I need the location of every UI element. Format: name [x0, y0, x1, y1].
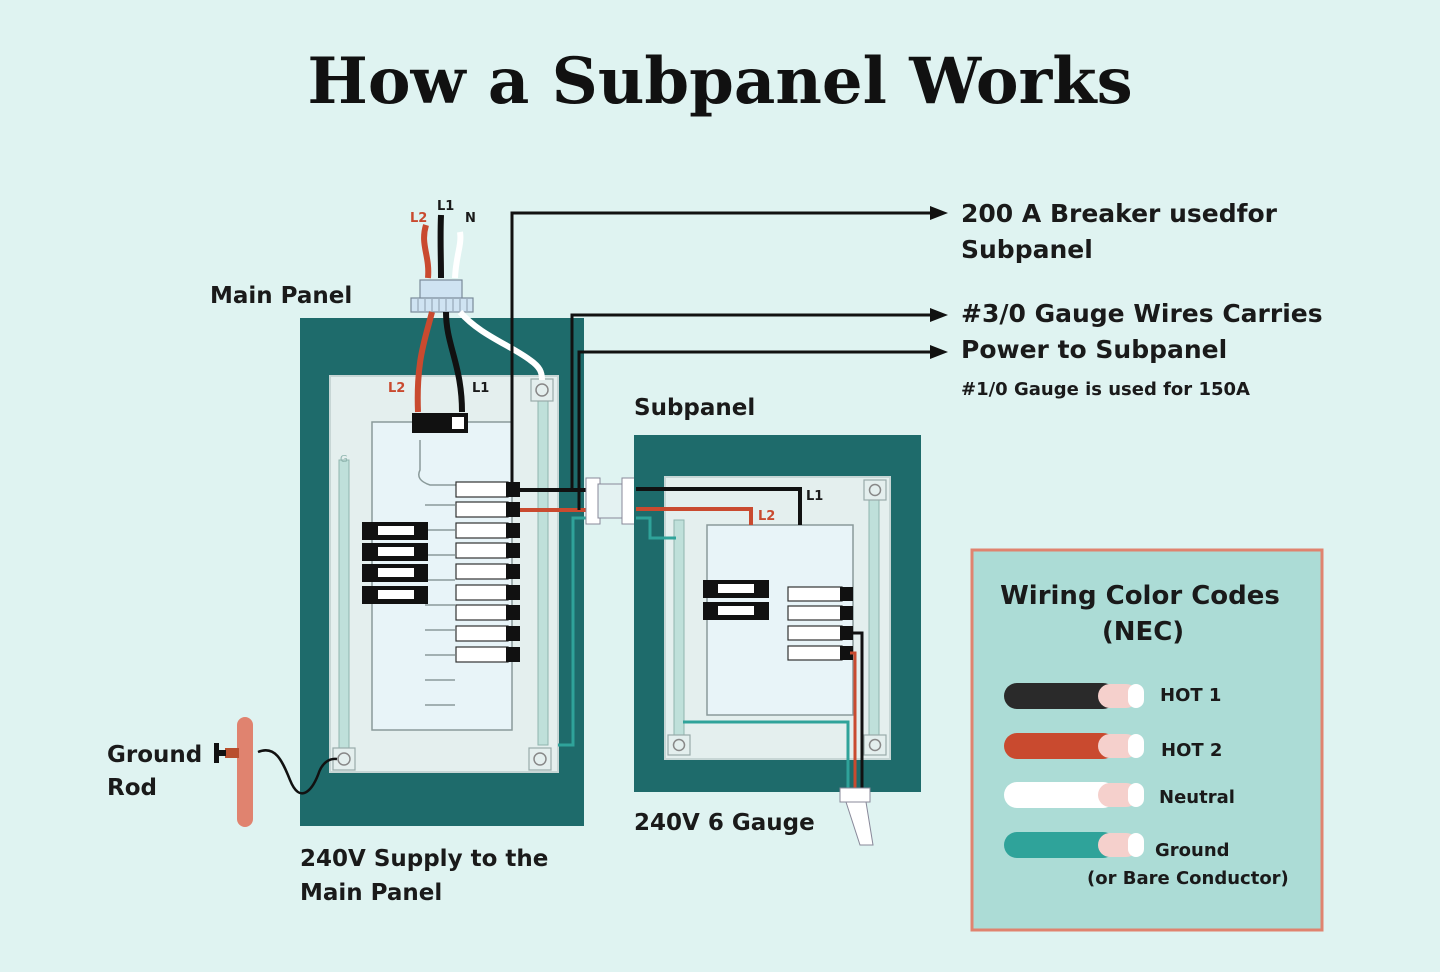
legend-label-neutral: Neutral [1159, 787, 1235, 808]
legend-item-ground: Ground (or Bare Conductor) [1004, 832, 1289, 889]
breaker-callout-line [510, 211, 930, 485]
neutral-wire-swatch [1004, 782, 1116, 808]
callout-breaker-line2: Subpanel [961, 235, 1093, 264]
ground-rod [214, 717, 338, 827]
sub-l1-label: L1 [806, 489, 823, 504]
hot1-wire-swatch [1004, 683, 1116, 709]
incoming-neutral-wire [452, 231, 464, 279]
legend: Wiring Color Codes (NEC) HOT 1 HOT 2 Neu… [970, 548, 1324, 932]
sub-ground-wire [636, 516, 676, 540]
subpanel-gauge-label: 240V 6 Gauge [634, 810, 815, 836]
incoming-l2-wire [421, 224, 432, 279]
main-l2-wire [414, 311, 435, 413]
callout-wire-line1: #3/0 Gauge Wires Carries [961, 299, 1323, 328]
main-breakers-right [455, 481, 520, 663]
wire-callout-line-1 [570, 313, 930, 490]
hot2-wire-swatch [1004, 733, 1116, 759]
top-n-label: N [465, 211, 476, 226]
main-ground-bar [338, 459, 350, 753]
callout-lines [510, 206, 948, 510]
top-l2-label: L2 [410, 211, 427, 226]
ground-rod-label-line2: Rod [107, 775, 157, 801]
branch-ground-wire [683, 720, 850, 790]
sub-l2-wire [636, 507, 753, 525]
ground-bar-label: G [340, 454, 348, 465]
arrow-icon [930, 206, 948, 220]
ground-rod-label-line1: Ground [107, 742, 202, 768]
callout-wire-note: #1/0 Gauge is used for 150A [961, 379, 1250, 400]
legend-label-hot1: HOT 1 [1160, 685, 1221, 706]
ground-wire-swatch [1004, 832, 1116, 858]
callout-wire-line2: Power to Subpanel [961, 335, 1227, 364]
branch-hot2-wire [850, 651, 857, 790]
legend-label-hot2: HOT 2 [1161, 740, 1222, 761]
main-bus-fingers [418, 440, 470, 706]
legend-item-neutral: Neutral [1004, 782, 1235, 808]
main-panel-screws [332, 378, 554, 771]
legend-title-line2: (NEC) [1102, 617, 1184, 647]
main-inner-l2-label: L2 [388, 381, 405, 396]
main-breakers-left [362, 522, 428, 604]
arrow-icon [930, 308, 948, 322]
wire-callout-line-2 [577, 350, 930, 510]
sub-l1-wire [636, 487, 802, 525]
legend-item-hot1: HOT 1 [1004, 683, 1221, 709]
legend-label-ground: Ground [1155, 840, 1230, 861]
main-panel: G L2 L1 [300, 318, 584, 826]
legend-item-hot2: HOT 2 [1004, 733, 1222, 761]
top-l1-label: L1 [437, 199, 454, 214]
main-panel-label: Main Panel [210, 283, 352, 309]
supply-label-line1: 240V Supply to the [300, 846, 548, 872]
feeder-wires [520, 477, 637, 747]
service-entrance [410, 214, 474, 313]
ground-rod-icon [237, 717, 253, 827]
branch-hot1-wire [850, 631, 864, 790]
sub-l2-label: L2 [758, 509, 775, 524]
subpanel [634, 435, 921, 846]
callout-breaker-line1: 200 A Breaker usedfor [961, 199, 1278, 228]
subpanel-label: Subpanel [634, 395, 755, 421]
page-title: How a Subpanel Works [307, 44, 1132, 119]
main-l1-wire [443, 311, 465, 413]
legend-sublabel-ground: (or Bare Conductor) [1087, 868, 1289, 889]
main-neutral-wire [457, 309, 545, 381]
ground-rod-wire [257, 749, 338, 795]
main-neutral-bar [537, 399, 549, 746]
supply-label-line2: Main Panel [300, 880, 442, 906]
legend-title-line1: Wiring Color Codes [1000, 581, 1280, 611]
arrow-icon [930, 345, 948, 359]
main-inner-l1-label: L1 [472, 381, 489, 396]
